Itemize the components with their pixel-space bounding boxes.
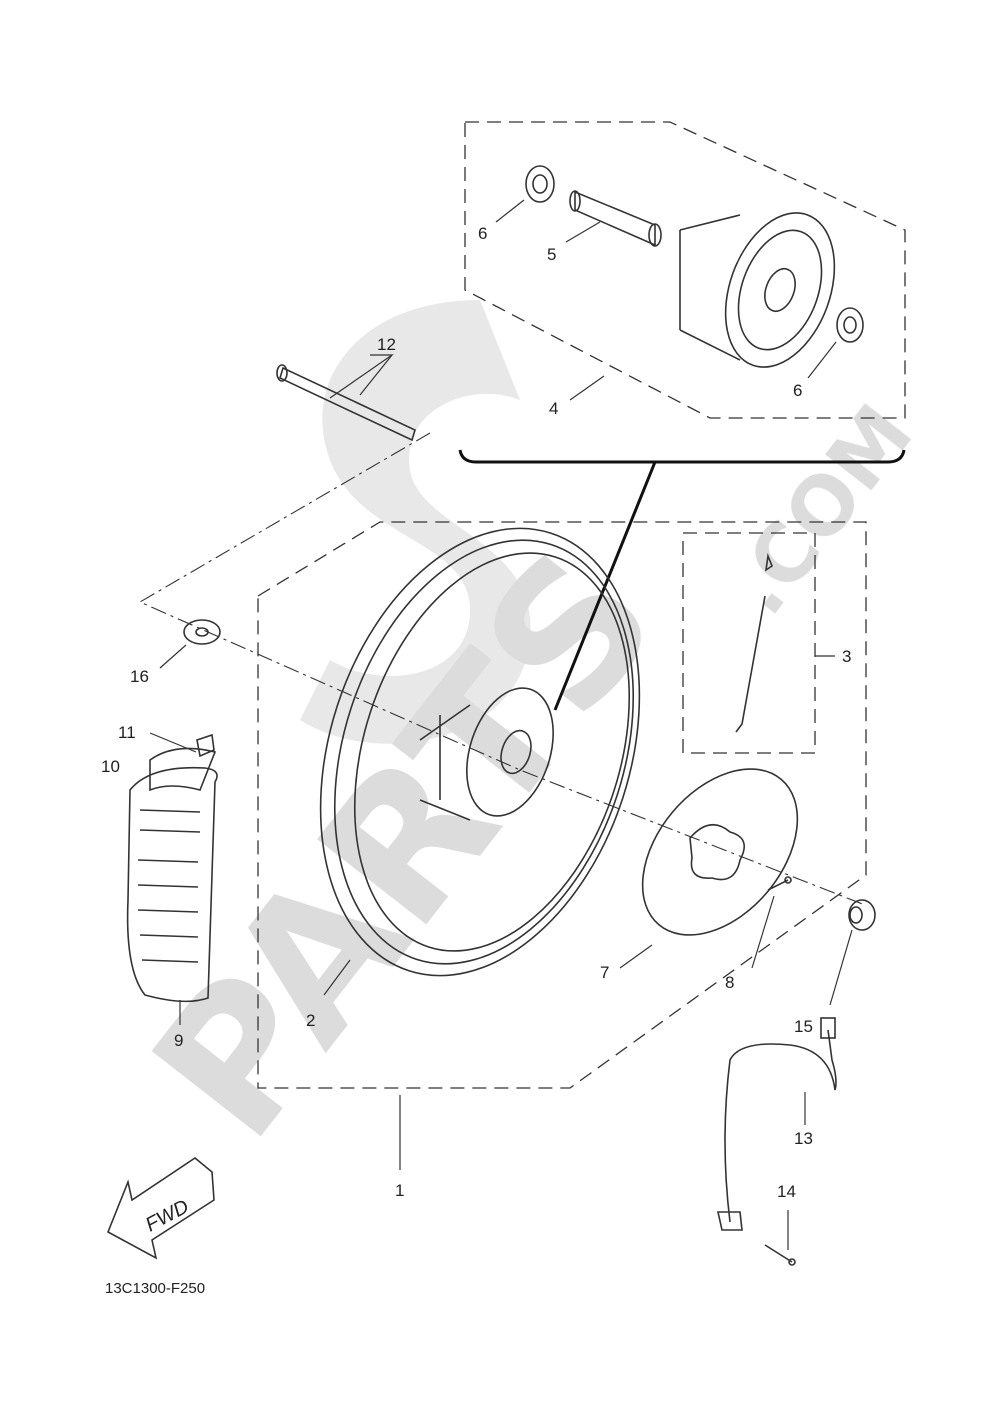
callout-4: 4 (549, 399, 558, 418)
callout-5: 5 (547, 245, 556, 264)
diagram-reference-code: 13C1300-F250 (105, 1280, 205, 1297)
watermark-domain-text: .COM (712, 388, 931, 632)
axle-centerline (138, 432, 866, 906)
collar-part-15 (848, 899, 876, 931)
callout-6-right: 6 (793, 381, 802, 400)
callout-15: 15 (794, 1017, 813, 1036)
bearing-part-6-left (525, 165, 555, 203)
bolt-part-8 (767, 876, 792, 891)
rim-band-part-11 (196, 733, 215, 758)
brake-disc-part-7 (641, 768, 799, 936)
callout-14: 14 (777, 1182, 796, 1201)
speed-sensor-part-13 (717, 1017, 837, 1231)
tube-part-10 (149, 747, 217, 792)
callout-9: 9 (174, 1031, 183, 1050)
callout-2: 2 (306, 1011, 315, 1030)
wheel-assembly-group-outline (257, 521, 867, 1089)
watermark: PARTS .COM (111, 300, 931, 1178)
callout-3: 3 (842, 647, 851, 666)
collar-part-16 (183, 619, 221, 645)
spacer-part-5 (569, 190, 662, 247)
spoke-part-3 (735, 552, 773, 733)
axle-part-12 (276, 364, 416, 442)
screw-part-14 (764, 1244, 796, 1266)
tire-part-9 (126, 766, 218, 1003)
hub-assembly-bracket (458, 449, 906, 464)
callout-10: 10 (101, 757, 120, 776)
callout-12: 12 (377, 335, 396, 354)
callout-8: 8 (725, 973, 734, 992)
callout-13: 13 (794, 1129, 813, 1148)
rim-part-2 (319, 527, 641, 977)
leader-lines (149, 199, 853, 1250)
hub-assembly-group-outline (464, 121, 906, 419)
callout-6-left: 6 (478, 224, 487, 243)
callout-16: 16 (130, 667, 149, 686)
callout-7: 7 (600, 963, 609, 982)
hub-assembly-connector-line (553, 461, 657, 711)
forward-direction-arrow: FWD (106, 1157, 215, 1260)
bearing-part-6-right (836, 307, 864, 343)
callout-1: 1 (395, 1181, 404, 1200)
hub-part-4 (679, 212, 836, 368)
callout-11: 11 (118, 723, 136, 742)
spoke-group-outline (682, 532, 816, 754)
